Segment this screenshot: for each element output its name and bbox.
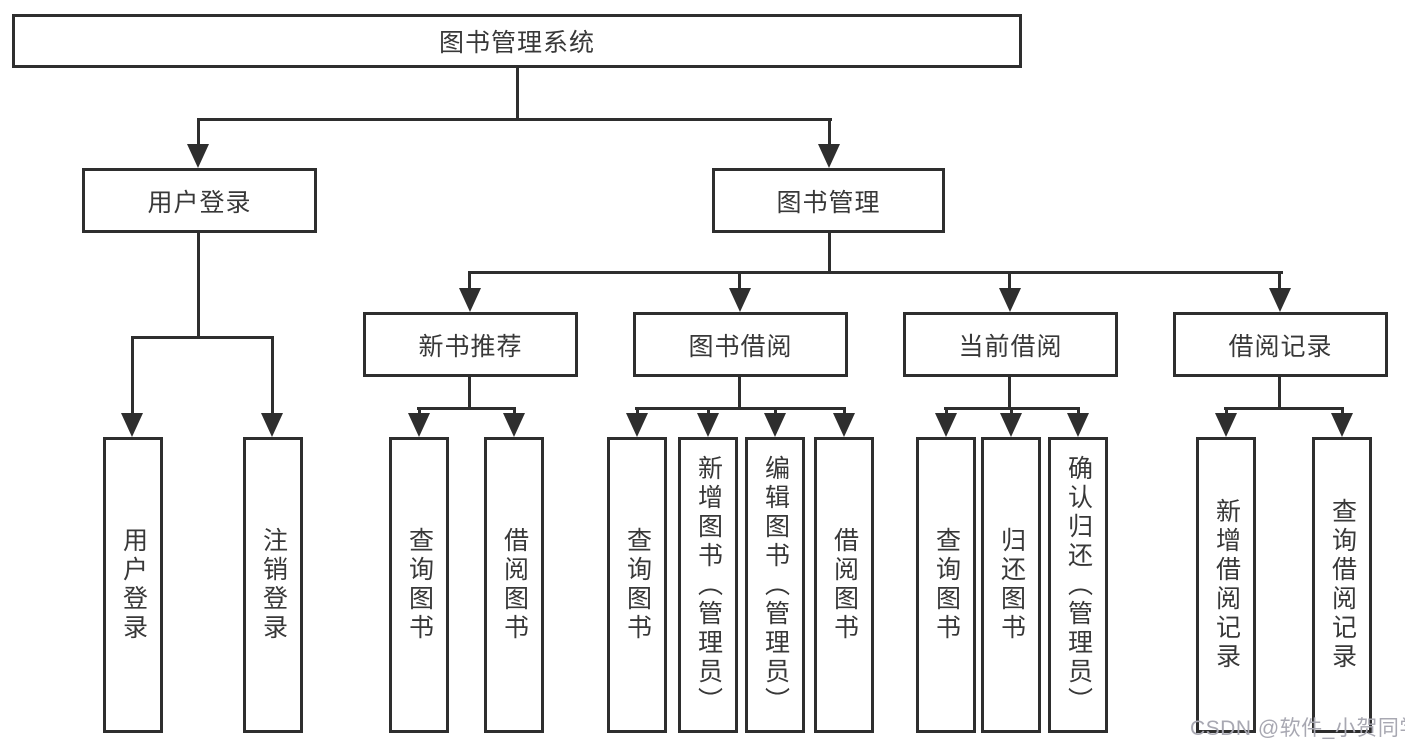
edge-drop-current-borrow — [1008, 271, 1011, 291]
edge-book-management-branch — [468, 271, 1283, 274]
arrowhead-current-borrow — [999, 288, 1021, 312]
leaf-nb-borrow-books: 借阅图书 — [484, 437, 544, 733]
leaf-br-query-record: 查询借阅记录 — [1312, 437, 1372, 733]
leaf-bb-edit-books-admin-label: 编辑图书（管理员） — [761, 454, 790, 716]
edge-root-branch — [197, 118, 832, 121]
edge-root-stem — [516, 68, 519, 119]
node-user-login: 用户登录 — [82, 168, 317, 233]
node-book-management: 图书管理 — [712, 168, 945, 233]
leaf-user-login: 用户登录 — [103, 437, 163, 733]
node-user-login-label: 用户登录 — [147, 188, 252, 217]
leaf-cb-confirm-return-admin-label: 确认归还（管理员） — [1064, 454, 1093, 716]
edge-drop-user-login — [197, 118, 200, 148]
arrowhead-book-borrow — [729, 288, 751, 312]
leaf-bb-borrow-books-label: 借阅图书 — [830, 527, 859, 643]
leaf-br-add-record: 新增借阅记录 — [1196, 437, 1256, 733]
arrowhead-cb-confirm — [1067, 413, 1089, 437]
edge-drop-new-book — [468, 271, 471, 291]
leaf-cb-return-books-label: 归还图书 — [997, 527, 1026, 643]
leaf-br-add-record-label: 新增借阅记录 — [1212, 498, 1241, 672]
leaf-bb-query-books: 查询图书 — [607, 437, 667, 733]
arrowhead-user-login — [187, 144, 209, 168]
node-current-borrow: 当前借阅 — [903, 312, 1118, 377]
leaf-cb-confirm-return-admin: 确认归还（管理员） — [1048, 437, 1108, 733]
node-borrow-records: 借阅记录 — [1173, 312, 1388, 377]
arrowhead-bb-query — [626, 413, 648, 437]
arrowhead-br-add — [1215, 413, 1237, 437]
edge-drop-leaf-login — [131, 336, 134, 416]
node-book-borrow-label: 图书借阅 — [688, 332, 793, 361]
arrowhead-borrow-records — [1269, 288, 1291, 312]
leaf-nb-borrow-books-label: 借阅图书 — [500, 527, 529, 643]
leaf-cb-return-books: 归还图书 — [981, 437, 1041, 733]
node-book-management-label: 图书管理 — [776, 188, 881, 217]
leaf-nb-query-books-label: 查询图书 — [405, 527, 434, 643]
node-book-borrow: 图书借阅 — [633, 312, 848, 377]
leaf-br-query-record-label: 查询借阅记录 — [1328, 498, 1357, 672]
arrowhead-bb-edit — [764, 413, 786, 437]
node-root-label: 图书管理系统 — [438, 29, 595, 57]
arrowhead-nb-borrow — [503, 413, 525, 437]
edge-drop-book-borrow — [738, 271, 741, 291]
edge-borrow-records-branch — [1224, 407, 1344, 410]
arrowhead-nb-query — [408, 413, 430, 437]
edge-drop-borrow-records — [1278, 271, 1281, 291]
arrowhead-leaf-logout — [261, 413, 283, 437]
leaf-user-login-label: 用户登录 — [119, 527, 148, 643]
leaf-logout-label: 注销登录 — [259, 527, 288, 643]
node-borrow-records-label: 借阅记录 — [1228, 332, 1333, 361]
node-root: 图书管理系统 — [12, 14, 1022, 68]
leaf-cb-query-books-label: 查询图书 — [932, 527, 961, 643]
arrowhead-cb-query — [935, 413, 957, 437]
node-current-borrow-label: 当前借阅 — [958, 332, 1063, 361]
arrowhead-book-management — [818, 144, 840, 168]
csdn-watermark: CSDN @软件_小贺同学 — [1190, 717, 1405, 740]
edge-new-book-branch — [417, 407, 516, 410]
arrowhead-leaf-login — [121, 413, 143, 437]
leaf-cb-query-books: 查询图书 — [916, 437, 976, 733]
leaf-bb-add-books-admin: 新增图书（管理员） — [678, 437, 738, 733]
node-new-book-recommend: 新书推荐 — [363, 312, 578, 377]
arrowhead-br-query — [1331, 413, 1353, 437]
arrowhead-bb-add — [697, 413, 719, 437]
edge-drop-book-management — [828, 118, 831, 148]
edge-book-borrow-stem — [738, 377, 741, 409]
leaf-bb-borrow-books: 借阅图书 — [814, 437, 874, 733]
edge-book-borrow-branch — [635, 407, 846, 410]
edge-book-management-stem — [828, 233, 831, 274]
leaf-bb-add-books-admin-label: 新增图书（管理员） — [694, 454, 723, 716]
node-new-book-recommend-label: 新书推荐 — [418, 332, 523, 361]
arrowhead-bb-borrow — [833, 413, 855, 437]
arrowhead-new-book — [459, 288, 481, 312]
edge-borrow-records-stem — [1278, 377, 1281, 409]
edge-new-book-stem — [468, 377, 471, 409]
leaf-nb-query-books: 查询图书 — [389, 437, 449, 733]
edge-user-login-stem — [197, 233, 200, 339]
leaf-bb-edit-books-admin: 编辑图书（管理员） — [745, 437, 805, 733]
arrowhead-cb-return — [1000, 413, 1022, 437]
edge-drop-leaf-logout — [271, 336, 274, 416]
edge-user-login-branch — [131, 336, 274, 339]
edge-current-borrow-stem — [1008, 377, 1011, 409]
leaf-bb-query-books-label: 查询图书 — [623, 527, 652, 643]
leaf-logout: 注销登录 — [243, 437, 303, 733]
